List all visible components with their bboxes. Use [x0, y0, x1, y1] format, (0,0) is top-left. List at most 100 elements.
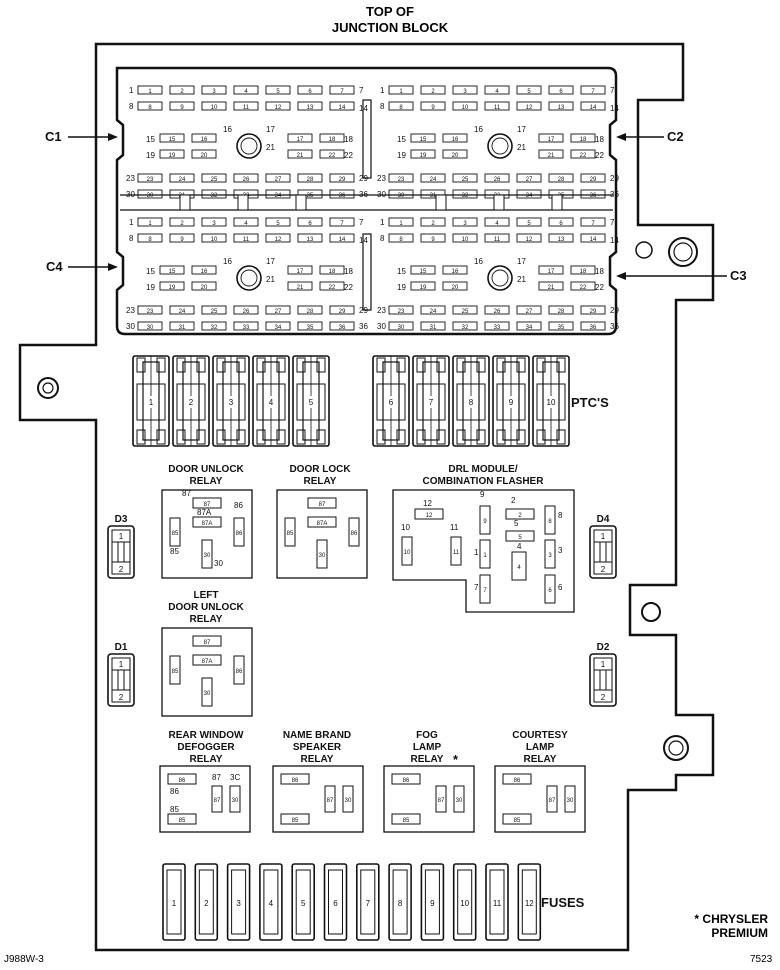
fuse-9[interactable]: 9 [420, 863, 445, 941]
latch-tab [493, 194, 505, 211]
relay-label-line: RELAY [190, 754, 223, 765]
cavity-number: 19 [169, 285, 176, 291]
svg-text:86: 86 [351, 531, 358, 537]
fuse-6[interactable]: 6 [323, 863, 348, 941]
ptc-number: 4 [269, 398, 274, 407]
mount-hole-right-bottom [663, 735, 689, 761]
fuse-5[interactable]: 5 [291, 863, 316, 941]
connector-cavity [538, 265, 564, 275]
svg-text:87: 87 [438, 798, 445, 804]
cavity-number: 8 [148, 237, 152, 243]
cavity-number: 16 [452, 269, 459, 275]
pin-number: 1 [380, 86, 385, 95]
fuse-12[interactable]: 12 [517, 863, 542, 941]
cavity-number: 20 [201, 285, 208, 291]
fuse-1[interactable]: 1 [162, 863, 186, 941]
connector-cavity [452, 85, 478, 95]
connector-divider [362, 233, 372, 311]
cavity-number: 25 [462, 177, 469, 183]
connector-cavity [297, 305, 323, 315]
cavity-number: 9 [431, 237, 435, 243]
ptc-9[interactable]: 9 [492, 355, 530, 447]
svg-text:2: 2 [601, 693, 606, 702]
cavity-number: 15 [169, 137, 176, 143]
fuse-7[interactable]: 7 [355, 863, 380, 941]
cavity-number: 10 [211, 237, 218, 243]
connector-cavity [388, 189, 414, 199]
ptc-8[interactable]: 8 [452, 355, 490, 447]
pin-number: 15 [397, 267, 406, 276]
svg-text:2: 2 [601, 565, 606, 574]
cavity-number: 16 [452, 137, 459, 143]
drl-terminal [505, 508, 535, 520]
connector-cavity [201, 217, 227, 227]
latch-tab [179, 194, 191, 211]
fuse-3[interactable]: 3 [226, 863, 251, 941]
ptc-2[interactable]: 2 [172, 355, 210, 447]
connector-cavity [580, 173, 606, 183]
connector-cavity [265, 305, 291, 315]
svg-text:2: 2 [119, 693, 124, 702]
connector-cavity [287, 265, 313, 275]
cavity-number: 20 [452, 285, 459, 291]
cavity-number: 6 [559, 89, 563, 95]
fuses-label: FUSES [541, 895, 585, 910]
cavity-number: 36 [590, 325, 597, 331]
cavity-number: 22 [329, 153, 336, 159]
connector-cavity [516, 233, 542, 243]
fuse-2[interactable]: 2 [194, 863, 219, 941]
pin-number: 23 [126, 306, 135, 315]
ptc-3[interactable]: 3 [212, 355, 250, 447]
ptc-7[interactable]: 7 [412, 355, 450, 447]
cavity-number: 29 [339, 177, 346, 183]
connector-cavity [420, 321, 446, 331]
ptc-4[interactable]: 4 [252, 355, 290, 447]
latch-tab [295, 194, 307, 211]
cavity-number: 12 [526, 105, 533, 111]
ptc-number: 7 [429, 398, 434, 407]
fuse-8[interactable]: 8 [388, 863, 412, 941]
svg-text:87: 87 [204, 640, 211, 646]
connector-cavity [233, 173, 259, 183]
pin-number: 6 [558, 583, 563, 592]
drl-terminal [414, 508, 444, 520]
cavity-number: 10 [462, 237, 469, 243]
fuse-10[interactable]: 10 [452, 863, 477, 941]
ptc-1[interactable]: 1 [132, 355, 170, 447]
mount-hole-right-mid [641, 602, 661, 622]
connector-cavity [548, 173, 574, 183]
connector-bolt [487, 133, 513, 159]
connector-cavity [233, 233, 259, 243]
pin-number: 22 [595, 151, 604, 160]
connector-cavity [319, 281, 345, 291]
connector-cavity [297, 321, 323, 331]
svg-text:10: 10 [404, 550, 411, 556]
fuse-number: 5 [301, 899, 306, 908]
cavity-number: 1 [148, 221, 152, 227]
svg-text:86: 86 [236, 531, 243, 537]
ptc-5[interactable]: 5 [292, 355, 330, 447]
ptc-6[interactable]: 6 [372, 355, 410, 447]
fuse-11[interactable]: 11 [485, 863, 509, 941]
pin-number: 16 [223, 257, 232, 266]
fuse-4[interactable]: 4 [259, 863, 283, 941]
junction-block-outline [18, 42, 715, 952]
connector-cavity [388, 305, 414, 315]
drl-terminal [511, 551, 527, 581]
cavity-number: 1 [148, 89, 152, 95]
connector-cavity [265, 85, 291, 95]
ptc-10[interactable]: 10 [532, 355, 570, 447]
cavity-number: 8 [399, 237, 403, 243]
svg-text:87: 87 [214, 798, 221, 804]
